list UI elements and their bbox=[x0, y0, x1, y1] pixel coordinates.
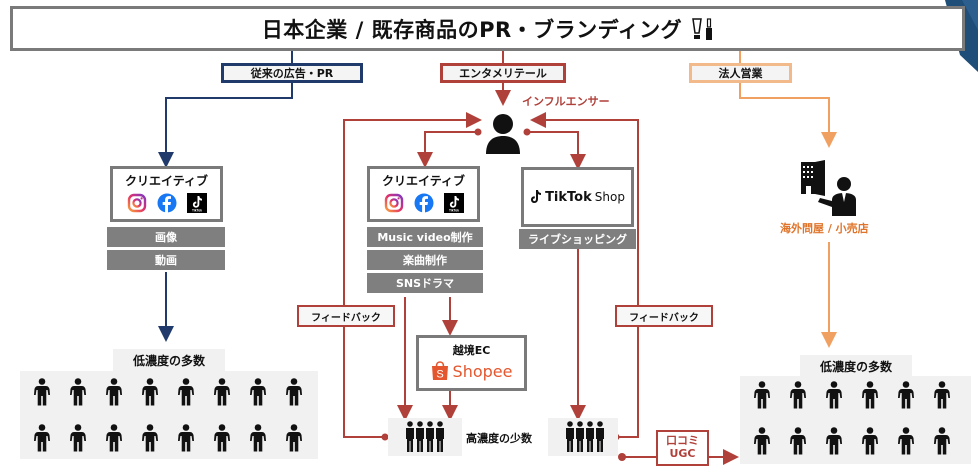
person-icon bbox=[898, 427, 914, 455]
person-icon bbox=[34, 378, 50, 406]
creative-item-song: 楽曲制作 bbox=[367, 249, 483, 270]
cosmetics-icon bbox=[692, 17, 713, 40]
left-audience-label: 低濃度の多数 bbox=[113, 349, 225, 371]
creative-label: クリエイティブ bbox=[124, 174, 209, 188]
svg-text:TikTok: TikTok bbox=[449, 209, 459, 213]
facebook-icon bbox=[414, 193, 433, 213]
svg-text:TikTok: TikTok bbox=[192, 209, 202, 213]
person-icon bbox=[250, 424, 266, 452]
tiktok-icon: TikTok bbox=[443, 193, 464, 213]
group-member-icon bbox=[596, 421, 604, 452]
person-icon bbox=[178, 378, 194, 406]
person-icon bbox=[826, 381, 842, 409]
instagram-icon bbox=[384, 193, 403, 213]
influencer-person-icon bbox=[486, 114, 520, 154]
person-icon bbox=[790, 381, 806, 409]
group-member-icon bbox=[566, 421, 574, 452]
traditional-item-video: 動画 bbox=[107, 249, 225, 270]
category-traditional: 従来の広告・PR bbox=[221, 63, 363, 83]
person-icon bbox=[70, 378, 86, 406]
group-member-icon bbox=[436, 421, 444, 452]
person-icon bbox=[934, 381, 950, 409]
creative-item-music-video: Music video制作 bbox=[367, 226, 483, 247]
small-group-icon bbox=[566, 421, 604, 452]
tiktok-logo-icon bbox=[531, 190, 542, 203]
small-group-icon bbox=[406, 421, 444, 452]
person-icon bbox=[34, 424, 50, 452]
feedback-left-box: フィードバック bbox=[297, 305, 395, 327]
ugc-line2: UGC bbox=[669, 447, 696, 460]
wholesaler-label: 海外問屋 / 小売店 bbox=[780, 222, 869, 235]
person-icon bbox=[286, 378, 302, 406]
person-icon bbox=[754, 381, 770, 409]
tiktok-icon: TikTok bbox=[186, 193, 207, 213]
high-density-panel-left bbox=[388, 418, 462, 456]
group-member-icon bbox=[416, 421, 424, 452]
tiktok-brand: TikTok bbox=[545, 189, 592, 205]
svg-text:S: S bbox=[436, 369, 443, 381]
person-icon bbox=[898, 381, 914, 409]
title-banner: 日本企業 / 既存商品のPR・ブランディング bbox=[10, 6, 965, 51]
person-icon bbox=[790, 427, 806, 455]
person-icon bbox=[286, 424, 302, 452]
high-density-label: 高濃度の少数 bbox=[466, 432, 532, 445]
person-icon bbox=[934, 427, 950, 455]
person-icon bbox=[214, 424, 230, 452]
ugc-box: 口コミ UGC bbox=[656, 430, 709, 466]
person-icon bbox=[826, 427, 842, 455]
person-icon bbox=[214, 378, 230, 406]
ugc-line1: 口コミ bbox=[666, 434, 699, 448]
person-icon bbox=[250, 378, 266, 406]
instagram-icon bbox=[127, 193, 146, 213]
left-audience-panel bbox=[20, 371, 318, 459]
person-icon bbox=[70, 424, 86, 452]
group-member-icon bbox=[576, 421, 584, 452]
category-label: エンタメリテール bbox=[459, 67, 547, 80]
page-title: 日本企業 / 既存商品のPR・ブランディング bbox=[261, 17, 683, 42]
right-audience-label: 低濃度の多数 bbox=[800, 355, 912, 377]
group-member-icon bbox=[406, 421, 414, 452]
person-icon bbox=[754, 427, 770, 455]
creative-item-sns-drama: SNSドラマ bbox=[367, 272, 483, 293]
person-icon bbox=[142, 378, 158, 406]
person-icon bbox=[862, 381, 878, 409]
person-icon bbox=[142, 424, 158, 452]
wholesaler-building-person-icon bbox=[801, 160, 856, 216]
shop-suffix: Shop bbox=[594, 190, 625, 204]
person-icon bbox=[106, 378, 122, 406]
live-shopping-item: ライブショッピング bbox=[519, 228, 636, 249]
cross-border-ec-box: 越境EC S Shopee bbox=[416, 335, 527, 391]
shopee-brand: Shopee bbox=[452, 361, 513, 381]
entertainment-creative-box: クリエイティブ TikTok bbox=[367, 166, 480, 222]
cross-border-label: 越境EC bbox=[452, 344, 491, 357]
group-member-icon bbox=[586, 421, 594, 452]
category-label: 従来の広告・PR bbox=[250, 67, 334, 80]
traditional-creative-box: クリエイティブ TikTok bbox=[110, 166, 223, 222]
category-entertainment: エンタメリテール bbox=[440, 63, 566, 83]
category-corporate: 法人営業 bbox=[689, 63, 792, 83]
category-label: 法人営業 bbox=[718, 67, 763, 80]
right-audience-panel bbox=[740, 376, 971, 464]
person-icon bbox=[106, 424, 122, 452]
facebook-icon bbox=[157, 193, 176, 213]
influencer-label: インフルエンサー bbox=[522, 95, 610, 108]
person-icon bbox=[178, 424, 194, 452]
tiktok-shop-box: TikTok Shop bbox=[521, 167, 634, 227]
shopee-bag-icon: S bbox=[431, 361, 448, 381]
person-icon bbox=[862, 427, 878, 455]
left-audience-grid bbox=[34, 378, 302, 452]
creative-label: クリエイティブ bbox=[381, 174, 466, 188]
group-member-icon bbox=[426, 421, 434, 452]
right-audience-grid bbox=[754, 381, 950, 455]
feedback-right-box: フィードバック bbox=[615, 305, 713, 327]
traditional-item-image: 画像 bbox=[107, 226, 225, 247]
